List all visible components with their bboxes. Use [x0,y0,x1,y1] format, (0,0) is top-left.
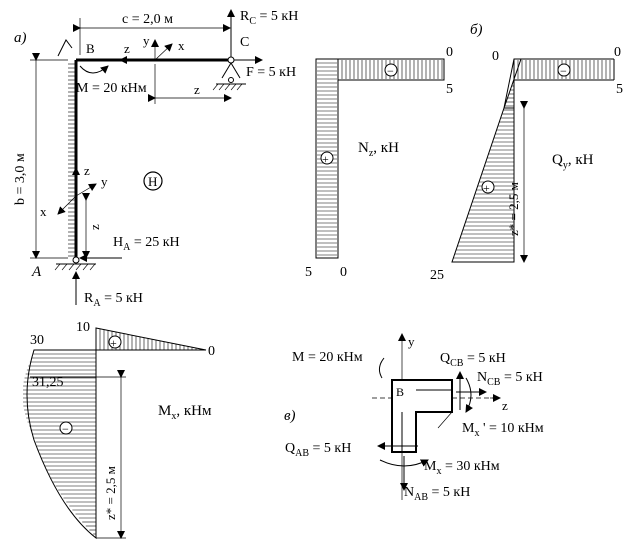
panel-q-tag: б) [470,22,483,38]
q-hatching [453,60,611,259]
force-ra-label: RA = 5 кН [84,291,143,309]
q-beam-sign-circle [557,63,571,77]
moment-m-arc [79,65,109,74]
m-beam-sign-circle [108,335,122,349]
panel-a-frame: а) c = 2,0 м b = 3,0 м RC = 5 кН C [13,9,298,309]
q-top-left-value: 0 [492,49,499,64]
dimension-b-label: b = 3,0 м [13,153,28,205]
q-right-value: 5 [616,82,623,97]
n-ab-label: NAB = 5 кН [404,485,470,503]
column-axis-x [57,195,77,215]
q-cb-label: QCB = 5 кН [440,351,506,369]
node-b-body [391,379,453,453]
moment-m-left-tick [57,39,73,57]
column-hatching [68,63,76,257]
mx-prime-leader [437,411,453,429]
dimension-c-label: c = 2,0 м [122,12,173,27]
m-column-sign-circle [59,421,73,435]
panel-n-diagram: − + 0 5 5 0 Nz, кН [305,45,453,280]
q-bottom-value: 25 [430,268,444,283]
h-symbol-circle [143,171,163,191]
m-value-3125: 31,25 [32,375,64,390]
m-value-0: 0 [208,344,215,359]
panel-m-diagram: + − 30 10 0 31,25 z* = 2,5 м Mx, кНм [23,320,215,540]
column-axis-x-label: x [40,204,47,219]
beam-axis-x [154,43,173,61]
n-column-sign: + [322,152,329,166]
q-top-right-value: 0 [614,45,621,60]
q-column-neg-region [503,58,522,109]
node-b-label: B [396,385,404,399]
q-beam-sign: − [560,64,567,78]
q-column-sign-circle [481,180,495,194]
n-hatching [317,60,443,256]
support-c-ground-hatch [212,83,243,91]
panel-v-node: в) y z B M = 20 кНм QCB = 5 кН NCB = 5 к… [284,333,544,503]
support-c-right [230,62,241,79]
m-value-30: 30 [30,333,44,348]
q-column-sign: + [483,181,490,195]
hinge-a [72,256,80,264]
point-c-label: C [240,35,249,50]
panel-a-tag: а) [14,30,27,46]
mx-prime-label: Mx ' = 10 кНм [462,421,544,439]
q-ab-label: QAB = 5 кН [285,441,351,459]
m-zstar-label: z* = 2,5 м [103,466,118,520]
n-beam-sign: − [387,64,394,78]
n-bottom-right-value: 0 [340,265,347,280]
beam-axis-y-label: y [143,33,150,48]
n-cb-label: NCB = 5 кН [477,370,543,388]
node-moment-label: M = 20 кНм [292,350,363,365]
node-axis-y-label: y [408,334,415,349]
support-a-ground-hatch [54,263,96,271]
n-column-region [315,58,339,259]
mx-label: Mx = 30 кНм [424,459,500,477]
panel-q-diagram: б) − + 0 0 5 25 z* = 2,5 м Qy, кН [430,22,623,283]
panel-v-tag: в) [284,408,296,424]
n-bottom-left-value: 5 [305,265,312,280]
q-diagram-label: Qy, кН [552,152,594,171]
beam-axis-x-label: x [178,38,185,53]
point-b-label: B [86,41,95,56]
column-axis-y-label: y [101,174,108,189]
column-axis-y [75,183,97,197]
support-c-left [221,62,232,79]
m-beam-sign: + [110,336,117,350]
point-a-label: A [31,264,42,280]
beam-z-dim-label: z [194,82,200,97]
m-column-region [26,349,97,540]
force-f-label: F = 5 кН [246,65,296,80]
moment-m-label: M = 20 кНм [76,81,147,96]
m-column-sign: − [62,422,69,436]
node-axis-z-label: z [502,398,508,413]
n-top-right-value: 0 [446,45,453,60]
h-symbol-label: Н [148,174,157,189]
mx-prime-arc [465,377,473,413]
support-c-roller [228,77,234,83]
m-diagram-label: Mx, кНм [158,403,212,422]
n-beam-sign-circle [384,63,398,77]
m-value-10: 10 [76,320,90,335]
m-hatching [23,328,201,535]
m-beam-region [95,327,207,351]
q-column-pos-region [451,107,515,263]
beam-axis-z-label: z [124,41,130,56]
n-diagram-label: Nz, кН [358,140,399,159]
n-column-sign-circle [320,151,334,165]
n-right-value: 5 [446,82,453,97]
q-zstar-label: z* = 2,5 м [506,182,521,236]
node-moment-arc [378,357,385,379]
column-axis-z-label: z [84,163,90,178]
force-rc-label: RC = 5 кН [240,9,298,27]
force-ha-label: HA = 25 кН [113,235,180,253]
hinge-c [227,56,235,64]
column-z-dim-label: z [87,224,102,230]
